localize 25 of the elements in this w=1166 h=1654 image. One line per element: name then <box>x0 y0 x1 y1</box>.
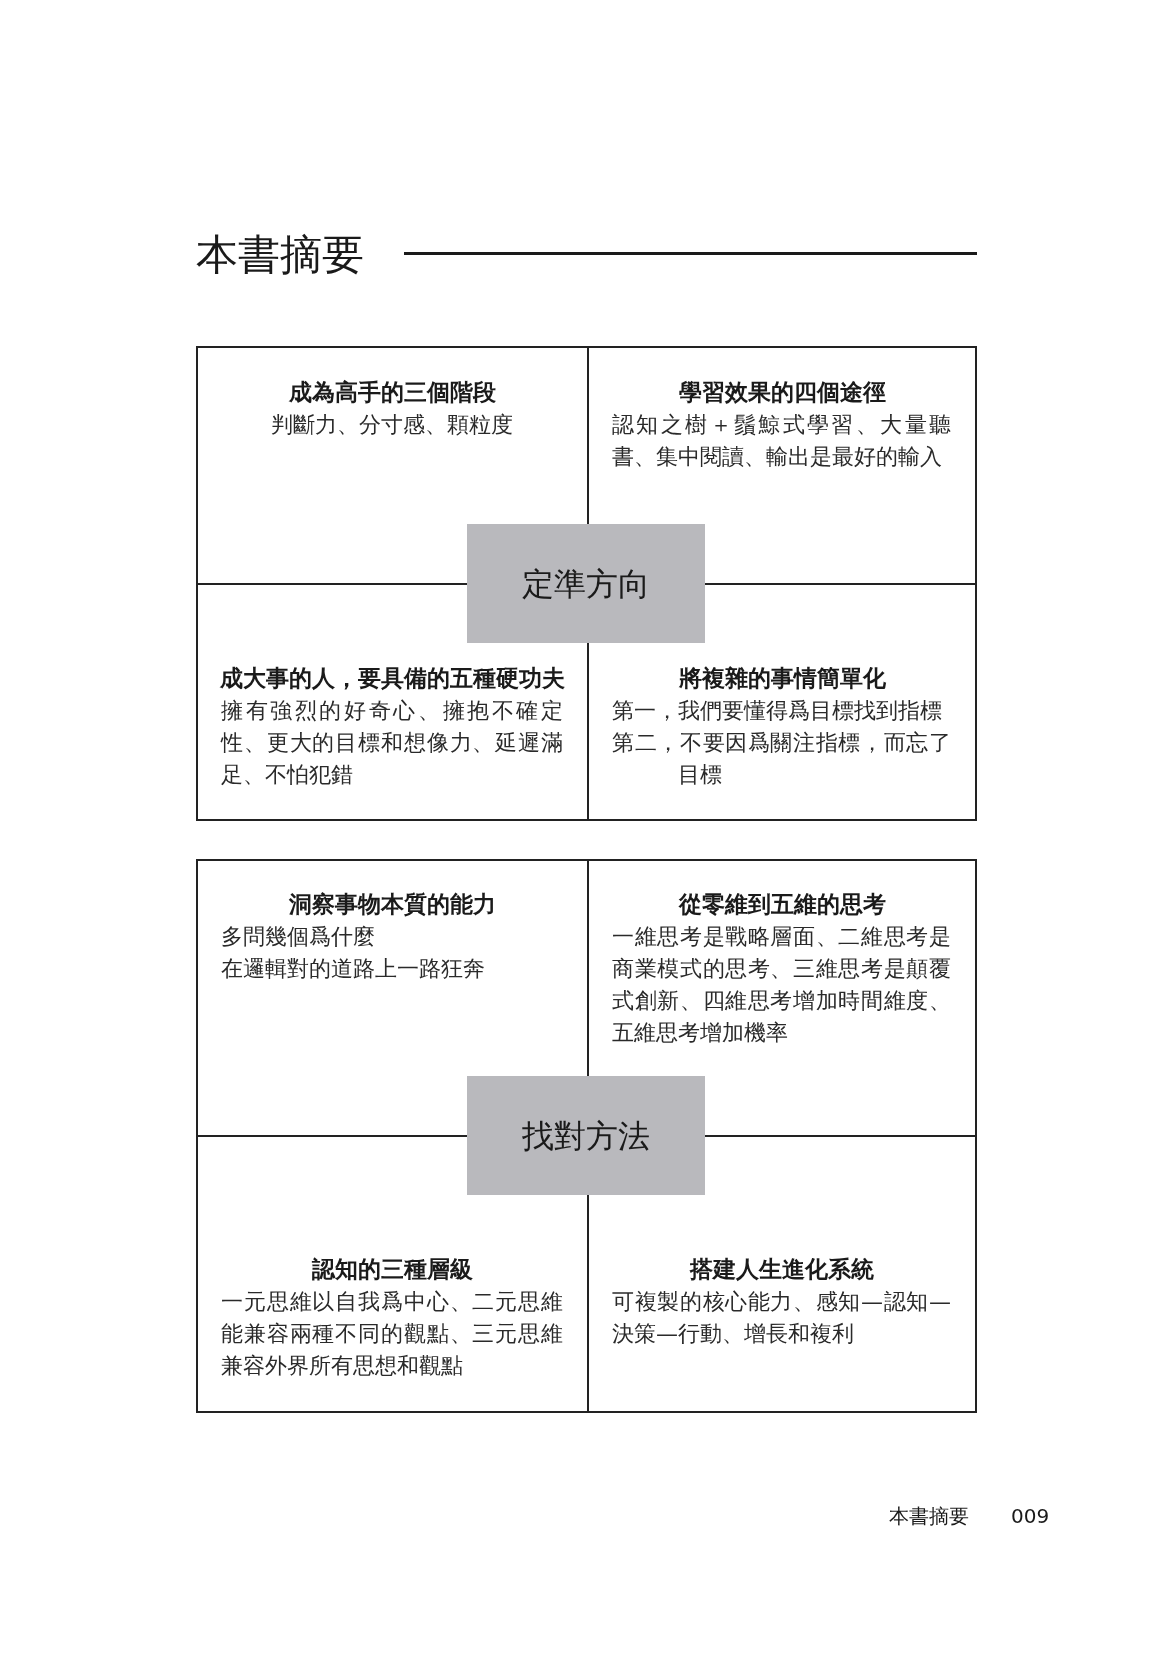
quadrant-text: 第一，我們要懂得爲目標找到指標 <box>612 697 943 725</box>
category-label: 找對方法 <box>522 1115 650 1156</box>
quadrant-heading: 將複雜的事情簡單化 <box>677 664 887 693</box>
category-panel <box>467 524 705 643</box>
page-number: 009 <box>1011 1503 1050 1529</box>
quadrant-text: 一維思考是戰略層面、二維思考是商業模式的思考、三維思考是顛覆式創新、四維思考增加時間維度、五維思考增加機率 <box>612 923 951 1047</box>
quadrant-text: 認知之樹＋鬚鯨式學習、大量聽書、集中閱讀、輸出是最好的輸入 <box>612 411 951 471</box>
quadrant-heading: 學習效果的四個途徑 <box>677 378 887 407</box>
quadrant-heading: 成大事的人，要具備的五種硬功夫 <box>219 664 566 693</box>
running-header: 本書摘要 <box>889 1503 969 1529</box>
quadrant-text: 多問幾個爲什麼 <box>221 923 376 951</box>
page-title: 本書摘要 <box>196 230 364 280</box>
quadrant-heading: 從零維到五維的思考 <box>677 890 887 919</box>
quadrant-text: 一元思維以自我爲中心、二元思維能兼容兩種不同的觀點、三元思維兼容外界所有思想和觀點 <box>221 1288 563 1380</box>
quadrant-text: 可複製的核心能力、感知—認知—決策—行動、增長和複利 <box>612 1288 951 1348</box>
quadrant-text: 在邏輯對的道路上一路狂奔 <box>221 955 486 983</box>
quadrant-text: 判斷力、分寸感、顆粒度 <box>270 411 514 439</box>
quadrant-text: 第二，不要因爲關注指標，而忘了目標 <box>612 729 951 789</box>
category-label: 定準方向 <box>522 563 650 604</box>
quadrant-heading: 搭建人生進化系統 <box>688 1255 875 1284</box>
quadrant-text: 擁有強烈的好奇心、擁抱不確定性、更大的目標和想像力、延遲滿足、不怕犯錯 <box>221 697 563 789</box>
quadrant-heading: 成為高手的三個階段 <box>288 378 497 407</box>
category-panel <box>467 1076 705 1195</box>
quadrant-heading: 洞察事物本質的能力 <box>288 890 497 919</box>
quadrant-heading: 認知的三種層級 <box>311 1255 474 1284</box>
